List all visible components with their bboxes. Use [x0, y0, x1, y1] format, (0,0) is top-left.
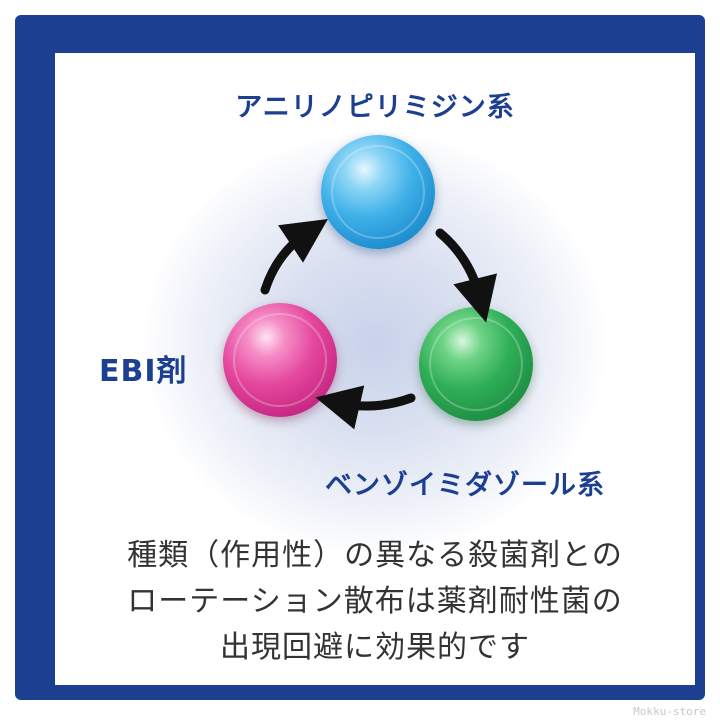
arrow-green-to-pink	[315, 385, 416, 430]
caption-line-3: 出現回避に効果的です	[220, 630, 530, 665]
green-ball	[419, 307, 533, 421]
blue-frame: アニリノピリミジン系 EBI剤 ベンゾイミダゾール系 種類（作用性）の異なる殺菌…	[15, 15, 705, 700]
label-anilinopyrimidine: アニリノピリミジン系	[235, 92, 515, 123]
arrow-blue-to-green	[435, 228, 498, 323]
caption-line-1: 種類（作用性）の異なる殺菌剤との	[127, 538, 623, 573]
label-ebi: EBI剤	[99, 354, 188, 389]
arrow-pink-to-blue	[260, 219, 328, 295]
blue-ball	[321, 135, 435, 249]
watermark: Mokku-store	[633, 705, 706, 718]
content-panel: アニリノピリミジン系 EBI剤 ベンゾイミダゾール系 種類（作用性）の異なる殺菌…	[55, 53, 695, 685]
label-benzimidazole: ベンゾイミダゾール系	[325, 470, 605, 501]
caption-line-2: ローテーション散布は薬剤耐性菌の	[127, 584, 623, 619]
cycle-arrows	[260, 219, 498, 430]
caption: 種類（作用性）の異なる殺菌剤との ローテーション散布は薬剤耐性菌の 出現回避に効…	[55, 533, 695, 671]
